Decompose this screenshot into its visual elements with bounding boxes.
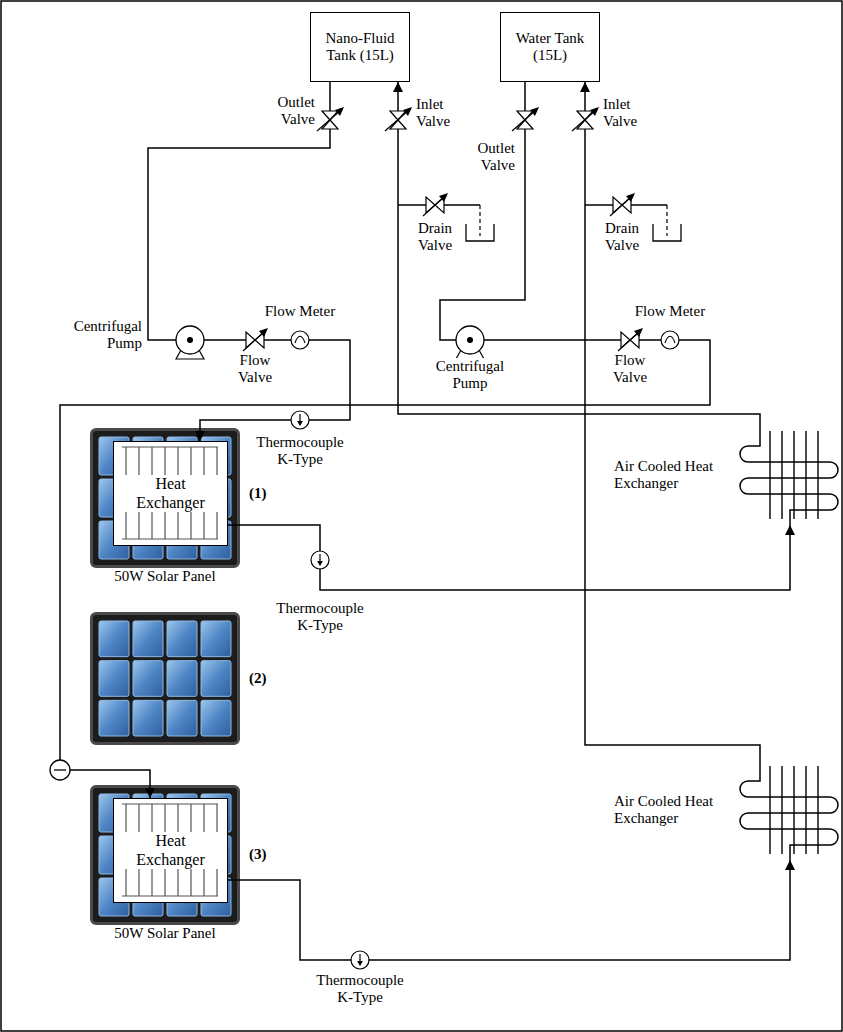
heat-exchanger: Heat Exchanger [113, 441, 228, 546]
fin [769, 766, 770, 854]
component-label: Centrifugal Pump [56, 318, 142, 353]
pipe-connector [60, 82, 710, 798]
component-label: Flow Valve [600, 352, 660, 387]
panel-caption: 50W Solar Panel [90, 925, 240, 942]
pv-cell [99, 661, 129, 697]
component-label: Centrifugal Pump [425, 358, 515, 393]
component-label: Thermocouple K-Type [270, 600, 370, 635]
component-label: Outlet Valve [253, 94, 315, 129]
component-label: Flow Meter [625, 303, 715, 320]
heat-exchanger-label: Heat Exchanger [123, 475, 219, 512]
drain-container [466, 224, 494, 241]
panel-number: (3) [249, 846, 267, 863]
flow-element-symbol [50, 760, 70, 780]
pv-cell [167, 661, 197, 697]
fin [793, 766, 794, 854]
panel-number: (2) [249, 670, 267, 687]
coil-tube [740, 425, 838, 525]
component-label: Outlet Valve [453, 140, 515, 175]
panel-caption: 50W Solar Panel [90, 568, 240, 585]
fin [781, 431, 782, 519]
tank-label: Nano-Fluid Tank (15L) [315, 30, 405, 65]
flow-meter-symbol [291, 331, 309, 349]
heat-exchanger: Heat Exchanger [113, 798, 228, 903]
component-label: Drain Valve [592, 220, 652, 255]
thermocouple-symbol [291, 411, 309, 429]
pump-symbol [456, 326, 484, 359]
component-label: Flow Valve [225, 352, 285, 387]
inlet-valve-symbol [385, 107, 412, 131]
flow-valve-symbol [618, 328, 643, 351]
fin [769, 431, 770, 519]
solar-panel: (3)50W Solar PanelHeat Exchanger [90, 785, 240, 925]
drain-valve-symbol [610, 193, 635, 216]
flow-valve-symbol [243, 328, 268, 351]
tank-label: Water Tank (15L) [505, 30, 595, 65]
pipe-connector [398, 82, 760, 425]
component-label: Inlet Valve [603, 96, 659, 131]
outlet-valve-symbol [317, 107, 344, 131]
fin [781, 766, 782, 854]
header [122, 803, 218, 804]
pv-cell [201, 700, 231, 736]
solar-panel: (1)50W Solar PanelHeat Exchanger [90, 428, 240, 568]
drain-outlet [666, 205, 667, 236]
fin [793, 431, 794, 519]
fin [805, 766, 806, 854]
air-cooled-heat-exchanger: Air Cooled Heat Exchanger [612, 760, 838, 860]
fin [817, 766, 818, 854]
header [122, 446, 218, 447]
thermocouple-symbol [311, 551, 329, 569]
pv-cells [93, 615, 237, 742]
storage-tank: Nano-Fluid Tank (15L) [310, 12, 410, 82]
pv-cell [133, 621, 163, 657]
component-label: Inlet Valve [416, 96, 472, 131]
pipe-connector [228, 860, 790, 960]
pv-cell [133, 700, 163, 736]
pv-cell [99, 621, 129, 657]
component-label: Drain Valve [405, 220, 465, 255]
pv-cell [167, 621, 197, 657]
fin [805, 431, 806, 519]
drain-outlet [479, 205, 480, 236]
drain-valve-symbol [423, 193, 448, 216]
header [122, 538, 218, 539]
outlet-valve-symbol [512, 107, 539, 131]
pv-cell [133, 661, 163, 697]
pump-symbol [176, 326, 204, 359]
storage-tank: Water Tank (15L) [500, 12, 600, 82]
component-label: Thermocouple K-Type [250, 434, 350, 469]
heat-exchanger-label: Heat Exchanger [123, 832, 219, 869]
panel-number: (1) [249, 485, 267, 502]
pv-cell [99, 700, 129, 736]
pipe-connector [148, 82, 350, 441]
pipe-connector [228, 525, 790, 590]
coil-tube [740, 760, 838, 860]
thermocouple-symbol [351, 951, 369, 969]
drain-container [653, 224, 681, 241]
pv-cell [201, 661, 231, 697]
fin [817, 431, 818, 519]
header [122, 895, 218, 896]
solar-panel: (2) [90, 612, 240, 745]
component-label: Flow Meter [255, 303, 345, 320]
component-label: Thermocouple K-Type [310, 972, 410, 1007]
cooler-label: Air Cooled Heat Exchanger [612, 793, 732, 828]
finned-coil [740, 425, 838, 525]
pv-cell [167, 700, 197, 736]
cooler-label: Air Cooled Heat Exchanger [612, 458, 732, 493]
air-cooled-heat-exchanger: Air Cooled Heat Exchanger [612, 425, 838, 525]
pv-cell [201, 621, 231, 657]
finned-coil [740, 760, 838, 860]
flow-meter-symbol [661, 331, 679, 349]
pipe-connector [585, 82, 760, 760]
inlet-valve-symbol [572, 107, 599, 131]
